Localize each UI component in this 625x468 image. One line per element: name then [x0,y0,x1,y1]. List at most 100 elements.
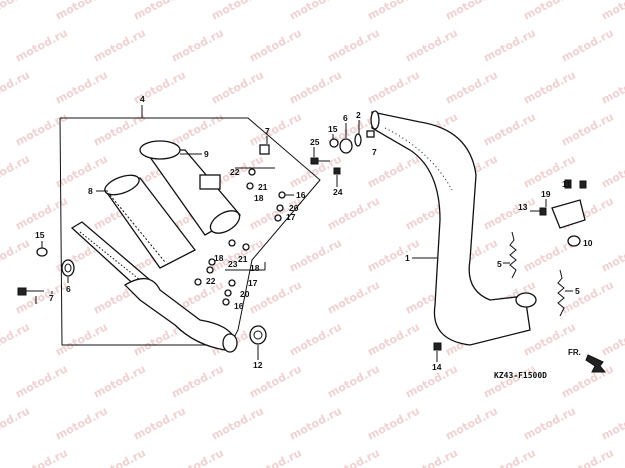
part-label: 20 [240,289,250,299]
part-label: 1 [405,253,410,263]
watermark-text: motod.ru [365,236,422,274]
bolt-25 [17,287,44,296]
rubber-12 [249,325,267,345]
silencer-body [103,174,196,269]
watermark-text: motod.ru [521,0,578,23]
part-label: 7 [372,147,377,157]
part-label: 7 [49,293,54,303]
part-labels: 4 1 2 5 5 6 6 7 7 7 8 9 10 11 12 13 14 1… [35,94,593,372]
watermark-text: motod.ru [287,68,344,106]
watermark-text: motod.ru [521,68,578,106]
watermark-text: motod.ru [599,236,625,274]
watermark-text: motod.ru [53,404,110,442]
spring-5-center [509,231,517,279]
part-label: 4 [140,94,145,104]
part-label: 18 [254,193,264,203]
part-label: 11 [562,179,571,189]
part-label: 14 [432,362,442,372]
watermark-text: motod.ru [443,0,500,23]
part-label: 10 [583,238,593,248]
washer-15-left [36,247,48,257]
watermark-text: motod.ru [365,320,422,358]
part-label: 12 [253,360,263,370]
part-label: 15 [35,230,45,240]
watermark-text: motod.ru [559,278,616,316]
watermark-text: motod.ru [325,446,382,468]
watermark-text: motod.ru [403,446,460,468]
part-label: 8 [88,186,93,196]
part-label: 24 [333,187,343,197]
watermark-text: motod.ru [169,26,226,64]
watermark-text: motod.ru [0,0,32,23]
part-label: 6 [343,113,348,123]
watermark-text: motod.ru [169,110,226,148]
watermark-text: motod.ru [247,26,304,64]
watermark-text: motod.ru [481,110,538,148]
watermark-text: motod.ru [443,68,500,106]
part-label: 6 [66,284,71,294]
watermark-text: motod.ru [91,110,148,148]
part-label: 9 [204,149,209,159]
watermark-text: motod.ru [481,362,538,400]
watermark-text: motod.ru [13,26,70,64]
watermark-text: motod.ru [599,404,625,442]
part-label: 21 [258,182,268,192]
watermark-text: motod.ru [53,152,110,190]
watermark-text: motod.ru [0,404,32,442]
part-label: 13 [518,202,528,212]
part-label: 5 [497,259,502,269]
part-label: 18 [214,253,224,263]
watermark-text: motod.ru [169,362,226,400]
watermark-text: motod.ru [481,194,538,232]
part-label: 19 [541,189,551,199]
watermark-text: motod.ru [53,0,110,23]
watermark-text: motod.ru [325,278,382,316]
watermark-text: motod.ru [0,152,32,190]
watermark-text: motod.ru [209,0,266,23]
fastener-cluster [194,167,286,306]
watermark-text: motod.ru [481,26,538,64]
watermark-text: motod.ru [209,404,266,442]
exhaust-pipe [370,110,537,346]
part-label: 15 [328,124,338,134]
watermark-text: motod.ru [0,236,32,274]
watermark-text: motod.ru [131,0,188,23]
watermark-text: motod.ru [0,68,32,106]
muffler-assembly-frame [59,117,321,346]
part-label: 21 [238,254,248,264]
part-label: 18 [250,263,260,273]
watermark-text: motod.ru [365,152,422,190]
watermark-text: motod.ru [91,26,148,64]
watermark-text: motod.ru [53,68,110,106]
watermark-text: motod.ru [287,236,344,274]
watermark-text: motod.ru [521,404,578,442]
watermark-text: motod.ru [599,0,625,23]
bolt-7-top [259,144,270,155]
top-bolts [310,130,375,175]
watermark-text: motod.ru [247,446,304,468]
direction-label: FR. [568,348,581,357]
watermark-text: motod.ru [287,0,344,23]
part-label: 16 [296,190,306,200]
watermark-text: motod.ru [325,26,382,64]
muffler-elbow [123,278,238,353]
collar-left [61,259,75,277]
bolt-14 [433,342,442,351]
pipe-bracket [539,179,587,247]
watermark-text: motod.ru [0,320,32,358]
part-label: 20 [289,203,299,213]
watermark-text: motod.ru [13,446,70,468]
watermark-text: motod.ru [247,110,304,148]
watermark-text: motod.ru [365,68,422,106]
watermark-text: motod.ru [599,68,625,106]
part-label: 22 [230,167,240,177]
watermark-text: motod.ru [13,362,70,400]
watermark-text: motod.ru [559,446,616,468]
watermark-text: motod.ru [559,26,616,64]
watermark-text: motod.ru [325,194,382,232]
watermark-text: motod.ru [365,0,422,23]
fr-arrow-icon [585,354,607,373]
watermark-text: motod.ru [91,362,148,400]
end-cap [139,140,242,236]
